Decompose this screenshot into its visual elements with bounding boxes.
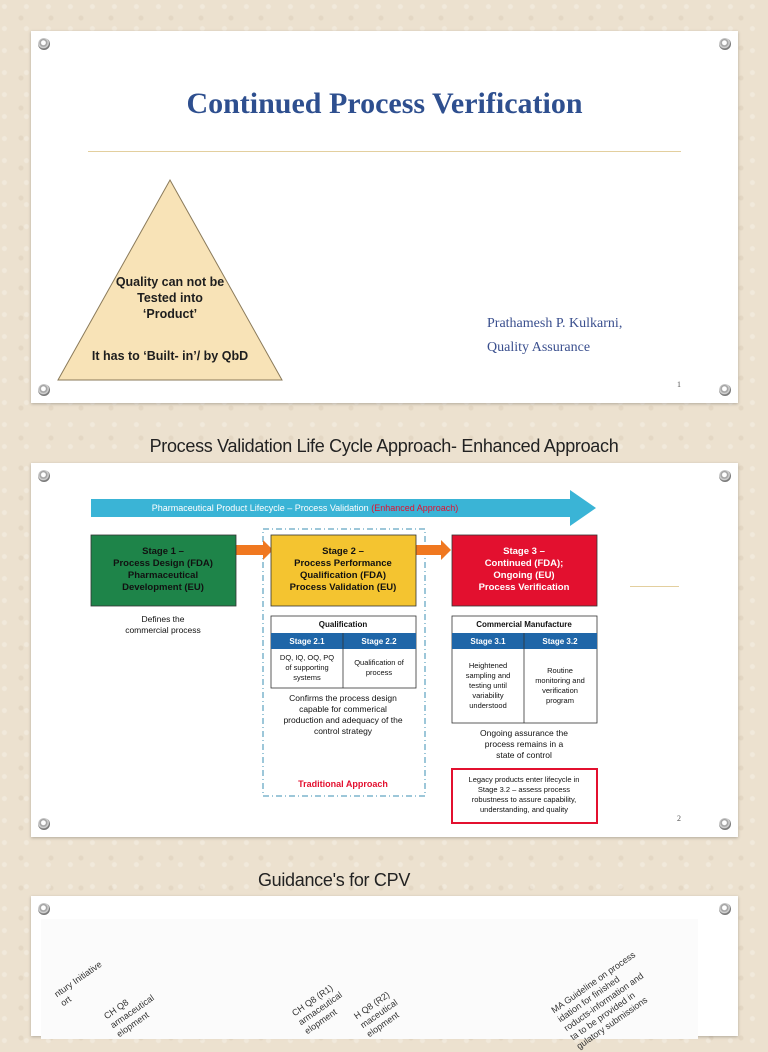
svg-text:monitoring and: monitoring and (535, 676, 585, 685)
triangle-line-3: ‘Product’ (142, 307, 198, 321)
stage-1-box (90, 534, 237, 607)
lifecycle-svg: Pharmaceutical Product Lifecycle – Proce… (90, 490, 598, 824)
svg-text:Process Verification: Process Verification (479, 582, 570, 593)
svg-text:Stage 3.1: Stage 3.1 (470, 637, 506, 646)
svg-text:Qualification of: Qualification of (354, 658, 405, 667)
gold-rule (629, 586, 679, 587)
svg-text:Ongoing (EU): Ongoing (EU) (493, 570, 554, 581)
svg-text:Pharmaceutical: Pharmaceutical (128, 570, 198, 581)
pin-icon (719, 470, 731, 482)
svg-text:Routine: Routine (547, 666, 573, 675)
svg-text:process: process (366, 668, 393, 677)
stage1-to-stage2-arrow (236, 540, 273, 560)
svg-text:control strategy: control strategy (314, 726, 373, 736)
svg-text:understood: understood (469, 701, 507, 710)
svg-text:Defines the: Defines the (142, 614, 185, 624)
svg-text:Development (EU): Development (EU) (122, 582, 204, 593)
svg-text:Stage 2.1: Stage 2.1 (289, 637, 325, 646)
svg-text:program: program (546, 696, 574, 705)
svg-text:Legacy products enter lifecycl: Legacy products enter lifecycle in (469, 775, 580, 784)
commercial-manufacture-table: Commercial Manufacture Stage 3.1 Stage 3… (451, 615, 598, 724)
svg-text:Stage 3 –: Stage 3 – (503, 546, 545, 557)
svg-text:verification: verification (542, 686, 578, 695)
qualification-table: Qualification Stage 2.1 Stage 2.2 DQ, IQ… (270, 615, 417, 689)
svg-text:robustness to assure capabilit: robustness to assure capability, (472, 795, 577, 804)
svg-text:Qualification: Qualification (319, 620, 368, 629)
pin-icon (38, 38, 50, 50)
svg-text:production and adequacy of the: production and adequacy of the (283, 715, 402, 725)
pin-icon (38, 470, 50, 482)
svg-text:Ongoing assurance the: Ongoing assurance the (480, 728, 568, 738)
stage-3-box (451, 534, 598, 607)
svg-text:of supporting: of supporting (285, 663, 328, 672)
pin-icon (38, 903, 50, 915)
svg-text:capable for commerical: capable for commerical (299, 704, 387, 714)
triangle-line-1: Quality can not be (115, 275, 225, 289)
triangle-shape (57, 178, 283, 381)
svg-text:testing until: testing until (469, 681, 507, 690)
svg-text:Commercial Manufacture: Commercial Manufacture (476, 620, 572, 629)
author-department: Quality Assurance (487, 340, 591, 355)
svg-text:DQ, IQ, OQ, PQ: DQ, IQ, OQ, PQ (280, 653, 334, 662)
svg-text:Confirms the process design: Confirms the process design (289, 693, 397, 703)
pin-icon (719, 818, 731, 830)
svg-text:Stage 3.2: Stage 3.2 (542, 637, 578, 646)
triangle-line-2: Tested into (137, 291, 203, 305)
lifecycle-diagram: Pharmaceutical Product Lifecycle – Proce… (75, 484, 630, 827)
triangle-bottom-text: It has to ‘Built- in’/ by QbD (91, 349, 249, 363)
stage-2-box (270, 534, 417, 607)
page-number: 1 (677, 380, 681, 389)
slide-2-heading: Process Validation Life Cycle Approach- … (149, 436, 619, 456)
pin-icon (719, 384, 731, 396)
svg-text:Stage 1 –: Stage 1 – (142, 546, 184, 557)
svg-text:Qualification (FDA): Qualification (FDA) (300, 570, 386, 581)
svg-text:Stage 2.2: Stage 2.2 (361, 637, 397, 646)
title-divider (88, 151, 681, 152)
svg-text:Process Design (FDA): Process Design (FDA) (113, 558, 213, 569)
svg-text:systems: systems (293, 673, 321, 682)
svg-text:Process Validation (EU): Process Validation (EU) (290, 582, 397, 593)
traditional-approach-box (262, 528, 426, 797)
stage2-to-stage3-arrow (415, 540, 451, 560)
svg-text:Heightened: Heightened (469, 661, 507, 670)
svg-text:process remains in a: process remains in a (485, 739, 564, 749)
svg-text:variability: variability (472, 691, 504, 700)
svg-text:sampling and: sampling and (466, 671, 511, 680)
lifecycle-arrow (91, 490, 596, 526)
lifecycle-arrow-text: Pharmaceutical Product Lifecycle – Proce… (152, 503, 459, 513)
pin-icon (719, 38, 731, 50)
page-number: 2 (677, 814, 681, 823)
svg-text:state of control: state of control (496, 750, 552, 760)
slide-2[interactable]: Pharmaceutical Product Lifecycle – Proce… (31, 463, 738, 837)
slide-title: Continued Process Verification (186, 87, 583, 120)
svg-text:Stage 2 –: Stage 2 – (322, 546, 364, 557)
pin-icon (38, 818, 50, 830)
legacy-products-box (451, 768, 598, 824)
pin-icon (38, 384, 50, 396)
svg-text:understanding, and quality: understanding, and quality (480, 805, 568, 814)
traditional-approach-label: Traditional Approach (298, 779, 388, 789)
slide-3-heading: Guidance's for CPV (257, 870, 411, 890)
svg-text:Stage 3.2 – assess process: Stage 3.2 – assess process (478, 785, 570, 794)
svg-text:commercial process: commercial process (125, 625, 201, 635)
pin-icon (719, 903, 731, 915)
svg-text:Process Performance: Process Performance (294, 558, 392, 569)
author-name: Prathamesh P. Kulkarni, (487, 316, 623, 331)
svg-text:Continued (FDA);: Continued (FDA); (485, 558, 564, 569)
slide-1[interactable]: Continued Process Verification Quality c… (31, 31, 738, 403)
quality-triangle: Quality can not be Tested into ‘Product’… (56, 178, 284, 382)
